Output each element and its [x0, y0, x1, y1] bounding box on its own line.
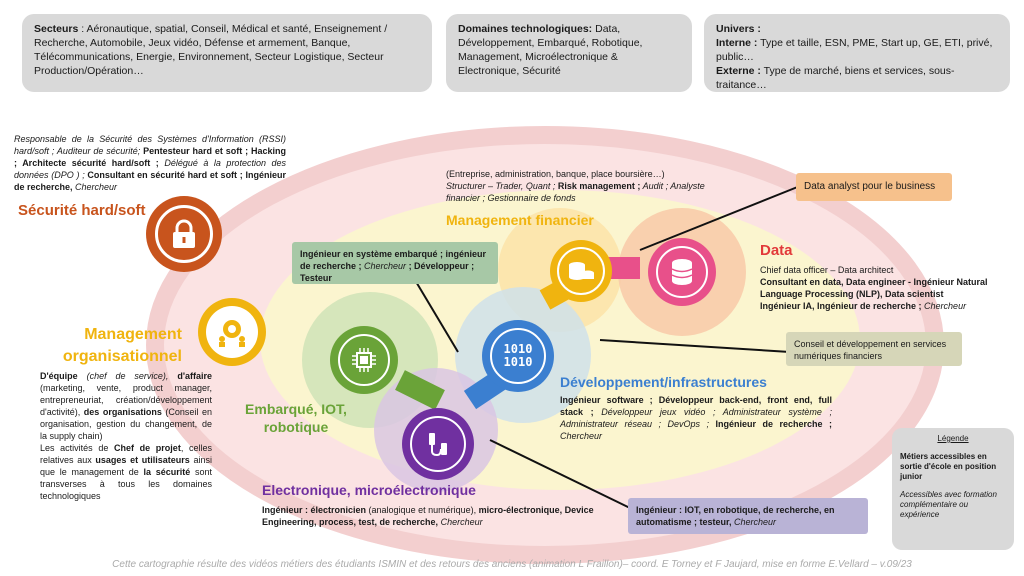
data-l3: Ingénieur IA, Ingénieur de recherche ; — [760, 301, 922, 311]
footer-credit: Cette cartographie résulte des vidéos mé… — [112, 559, 912, 570]
externe-label: Externe : — [716, 65, 761, 77]
legend-italic: Accessibles avec formation complémentair… — [900, 490, 997, 519]
elec-b: (analogique et numérique), — [366, 505, 477, 515]
securite-t3: Délégué à la protection des données (DPO… — [14, 158, 286, 180]
management-org-title-2: organisationnel — [62, 348, 182, 365]
secteurs-box: Secteurs : Aéronautique, spatial, Consei… — [22, 14, 432, 92]
finance-l1: (Entreprise, administration, banque, pla… — [446, 169, 665, 179]
people-gear-icon — [206, 306, 258, 358]
secteurs-text: : Aéronautique, spatial, Conseil, Médica… — [34, 23, 388, 77]
connector-emb-elec — [395, 370, 445, 410]
mo-p2e: ainsi que le management de — [40, 455, 212, 477]
management-org-title: Management organisationnel — [50, 324, 182, 368]
chip-icon — [338, 334, 390, 386]
interne-label: Interne : — [716, 37, 758, 49]
elec-a: Ingénieur : électronicien — [262, 505, 367, 515]
univers-label: Univers : — [716, 23, 761, 35]
data-disc — [648, 238, 716, 306]
externe-text: Type de marché, biens et services, sous-… — [716, 65, 955, 91]
data-desc: Chief data officer – Data architect Cons… — [760, 264, 1010, 312]
dev-a: Ingénieur software ; Développeur back-en… — [560, 395, 832, 417]
securite-disc — [146, 196, 222, 272]
database-icon — [656, 246, 708, 298]
dev-b: Développeur jeux vidéo ; Administrateur … — [560, 407, 832, 429]
mo-p1d: (marketing, vente, product manager, entr… — [40, 383, 212, 417]
leader-conseil — [599, 339, 791, 353]
iot-box-b: Chercheur — [731, 517, 777, 527]
legend-bold: Métiers accessibles en sortie d'école en… — [900, 452, 997, 481]
securite-t4: Consultant en sécurité hard et soft ; In… — [14, 170, 287, 192]
domaines-box: Domaines technologiques: Data, Développe… — [446, 14, 692, 92]
coins-icon — [557, 247, 605, 295]
dev-c: Ingénieur de recherche ; — [709, 419, 832, 429]
univers-box: Univers : Interne : Type et taille, ESN,… — [704, 14, 1010, 92]
elec-desc: Ingénieur : électronicien (analogique et… — [262, 504, 602, 528]
data-l4: Chercheur — [921, 301, 967, 311]
dev-desc: Ingénieur software ; Développeur back-en… — [560, 394, 832, 442]
mo-p1b: (chef de service), — [77, 371, 169, 381]
embarque-title: Embarqué, IOT, robotique — [245, 401, 347, 435]
securite-t5: Chercheur — [72, 182, 118, 192]
iot-box-a: Ingénieur : IOT, en robotique, de recher… — [636, 505, 835, 527]
finance-l2a: Structurer – Trader, Quant ; — [446, 181, 556, 191]
data-title: Data — [760, 242, 793, 259]
secteurs-label: Secteurs — [34, 23, 79, 35]
embarque-box-b: Chercheur — [361, 261, 407, 271]
elec-title: Electronique, microélectronique — [262, 482, 476, 498]
management-org-desc: D'équipe (chef de service), d'affaire (m… — [40, 370, 212, 502]
dev-title: Développement/infrastructures — [560, 374, 767, 390]
embarque-box-c: ; Développeur ; Testeur — [300, 261, 475, 283]
mo-p1a: D'équipe — [40, 371, 78, 381]
elec-d: Chercheur — [438, 517, 483, 527]
mo-p2a: Les activités de — [40, 443, 114, 453]
embarque-disc — [330, 326, 398, 394]
lock-icon — [155, 205, 213, 263]
binary-code-icon: 1010 1010 — [490, 328, 546, 384]
iot-box: Ingénieur : IOT, en robotique, de recher… — [628, 498, 868, 534]
securite-desc: Responsable de la Sécurité des Systèmes … — [14, 133, 286, 193]
embarque-box-a: Ingénieur en système embarqué ; ingénieu… — [300, 249, 487, 271]
elec-c: micro-électronique, Device Engineering, … — [262, 505, 594, 527]
securite-t1: Responsable de la Sécurité des Systèmes … — [14, 134, 286, 156]
securite-title: Sécurité hard/soft — [18, 202, 146, 219]
conseil-box: Conseil et développement en services num… — [786, 332, 962, 366]
dev-d: Chercheur — [560, 431, 603, 441]
leader-iot-box — [489, 439, 631, 509]
usb-cable-icon — [410, 416, 466, 472]
mo-p2d: usages et utilisateurs — [95, 455, 190, 465]
mo-p1f: (Conseil en organisation, gestion du cha… — [40, 407, 212, 441]
dev-disc: 1010 1010 — [482, 320, 554, 392]
finance-title: Management financier — [446, 212, 594, 228]
domaines-text: Data, Développement, Embarqué, Robotique… — [458, 23, 643, 77]
finance-desc: (Entreprise, administration, banque, pla… — [446, 168, 706, 204]
leader-embarque-box — [414, 279, 459, 353]
elec-disc — [402, 408, 474, 480]
data-analyst-box: Data analyst pour le business — [796, 173, 952, 201]
management-org-disc — [198, 298, 266, 366]
mo-p2f: la sécurité — [143, 467, 191, 477]
embarque-box: Ingénieur en système embarqué ; ingénieu… — [292, 242, 498, 284]
legend-title: Légende — [937, 434, 969, 443]
securite-t2: Pentesteur hard et soft ; Hacking ; Arch… — [14, 146, 287, 168]
mo-p2g: sont transverses à tous les domaines tec… — [40, 467, 212, 501]
mo-p2c: , celles relatives aux — [40, 443, 212, 465]
management-org-title-1: Management — [84, 326, 182, 343]
domaines-label: Domaines technologiques: — [458, 23, 593, 35]
mo-p2b: Chef de projet — [114, 443, 181, 453]
finance-l2c: Audit ; Analyste financier ; Gestionnair… — [446, 181, 705, 203]
leader-data-analyst — [639, 185, 801, 251]
data-l1: Chief data officer – Data architect — [760, 265, 894, 275]
mo-p1e: des organisations — [80, 407, 162, 417]
finance-l2b: Risk management ; — [555, 181, 641, 191]
interne-text: Type et taille, ESN, PME, Start up, GE, … — [716, 37, 993, 63]
finance-disc — [550, 240, 612, 302]
data-l2: Consultant en data, Data engineer - Ingé… — [760, 277, 988, 299]
mo-p1c: d'affaire — [168, 371, 213, 381]
legend-box: Légende Métiers accessibles en sortie d'… — [892, 428, 1014, 550]
